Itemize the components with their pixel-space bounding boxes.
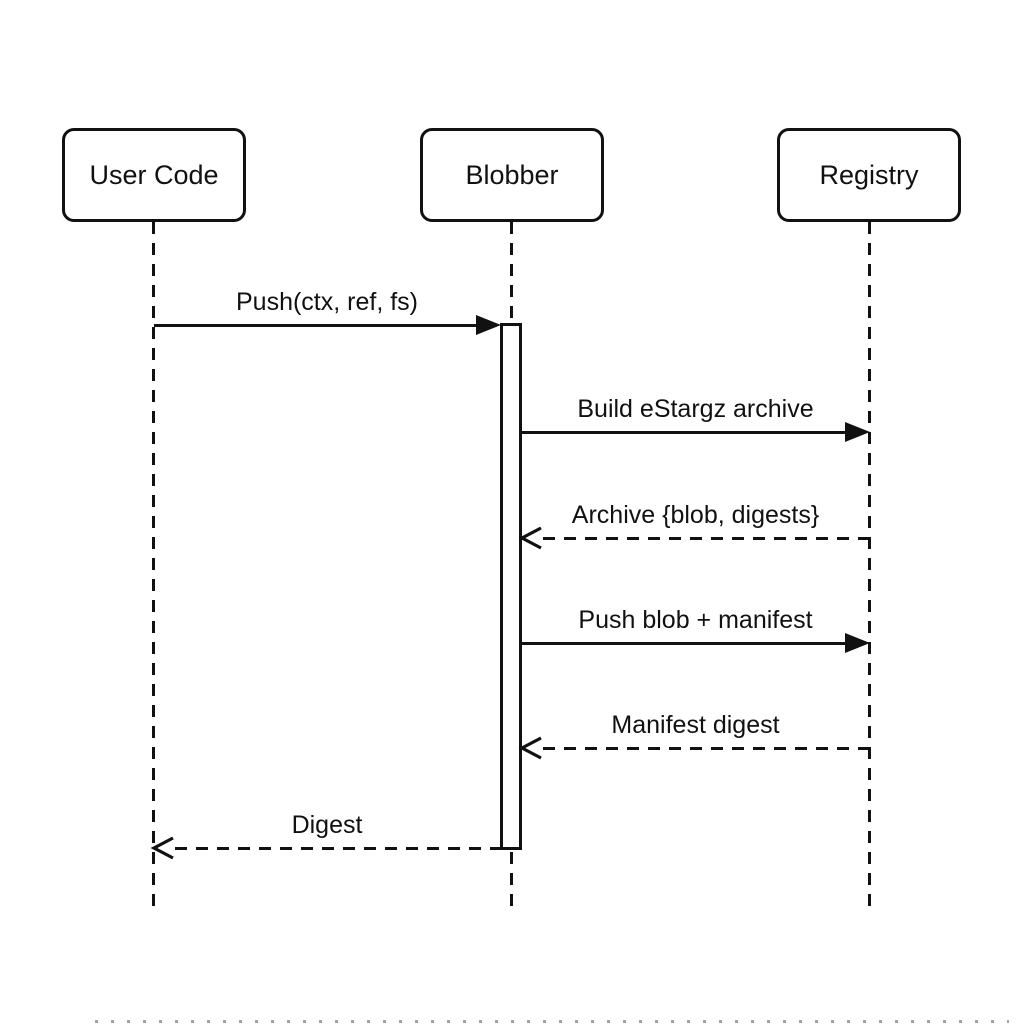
- message-label-build-estargz-archive: Build eStargz archive: [577, 395, 814, 423]
- lifeline-registry: [868, 222, 871, 912]
- actor-label-user-code: User Code: [89, 159, 219, 190]
- message-line-digest: [175, 847, 500, 850]
- arrowhead-open-left-icon: [518, 735, 544, 761]
- arrowhead-filled-right-icon: [476, 315, 501, 335]
- message-label-archive-blob-digests: Archive {blob, digests}: [571, 501, 820, 529]
- message-line-push-ctx-ref-fs: [154, 324, 478, 327]
- activation-bar-blobber: [500, 323, 522, 850]
- message-label-manifest-digest: Manifest digest: [611, 711, 780, 739]
- message-label-push-ctx-ref-fs: Push(ctx, ref, fs): [236, 288, 418, 316]
- message-line-build-estargz-archive: [522, 431, 847, 434]
- actor-box-user-code: User Code: [62, 128, 246, 222]
- message-line-push-blob-manifest: [522, 642, 847, 645]
- lifeline-user-code: [152, 222, 155, 912]
- actor-label-blobber: Blobber: [465, 159, 559, 190]
- arrowhead-open-left-icon: [518, 525, 544, 551]
- arrowhead-open-left-icon: [150, 835, 176, 861]
- actor-label-registry: Registry: [819, 159, 919, 190]
- message-label-digest: Digest: [291, 811, 363, 839]
- arrowhead-filled-right-icon: [845, 633, 870, 653]
- cropped-text-artifact: [95, 1020, 1009, 1023]
- arrowhead-filled-right-icon: [845, 422, 870, 442]
- message-line-archive-blob-digests: [543, 537, 869, 540]
- actor-box-registry: Registry: [777, 128, 961, 222]
- actor-box-blobber: Blobber: [420, 128, 604, 222]
- message-line-manifest-digest: [543, 747, 869, 750]
- message-label-push-blob-manifest: Push blob + manifest: [578, 606, 813, 634]
